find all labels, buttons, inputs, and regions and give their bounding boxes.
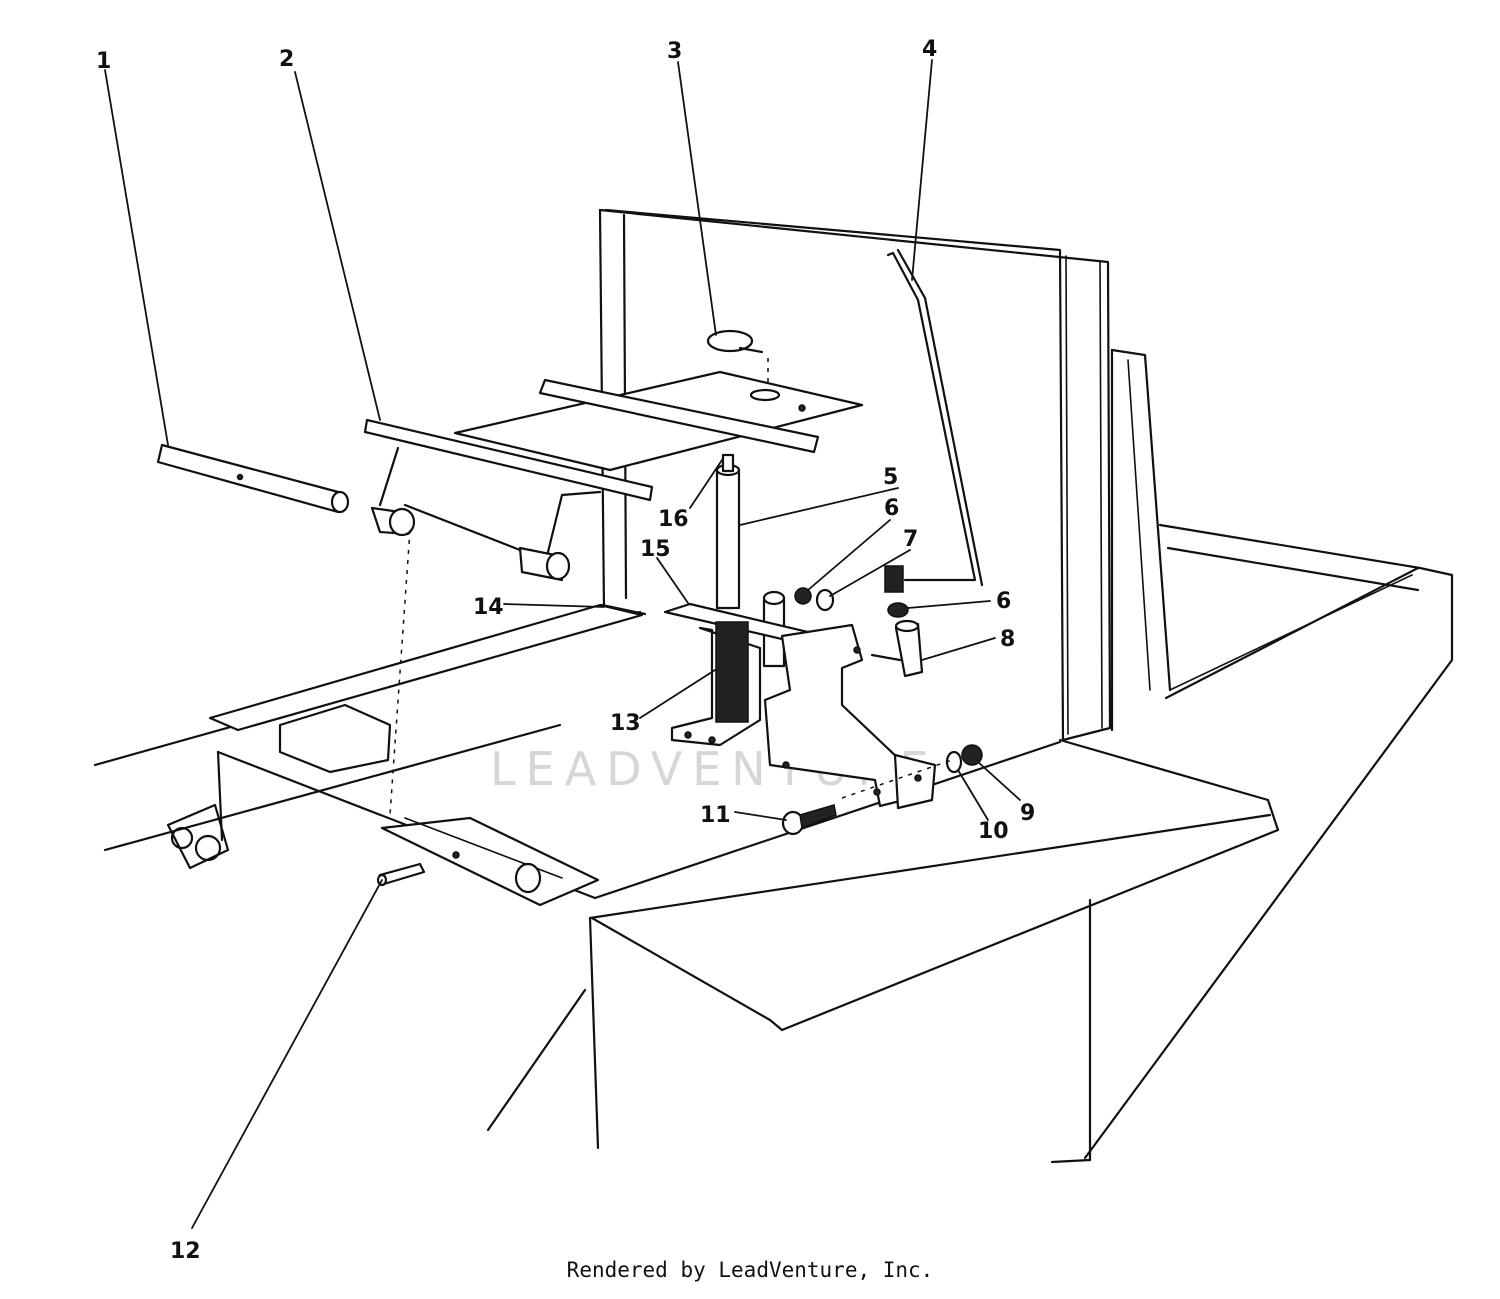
part-11-bolt: [781, 804, 837, 836]
caster-wheel: [166, 803, 230, 870]
callout-11: 11: [700, 803, 731, 828]
callouts: 1 2 3 4 5 6 7 6 8 9 10 11 12 13 14 15 16: [96, 37, 1035, 1264]
part-3-pin: [706, 329, 769, 385]
part-13-spring: [670, 621, 762, 747]
callout-15: 15: [640, 537, 671, 562]
callout-2: 2: [279, 47, 294, 72]
part-6-nut-left: [794, 587, 812, 605]
part-7-spring: [884, 565, 904, 593]
callout-6-lower: 6: [996, 589, 1011, 614]
part-10-washer: [945, 750, 963, 774]
callout-1: 1: [96, 49, 111, 74]
callout-12: 12: [170, 1239, 201, 1264]
callout-4: 4: [922, 37, 937, 62]
parts: [156, 248, 984, 894]
bushing-right: [518, 546, 571, 582]
part-8-fitting: [870, 619, 924, 678]
part-9-nut: [961, 744, 983, 766]
bushing-left: [370, 506, 416, 537]
part-6-nut-right: [887, 602, 909, 618]
part-4-rod: [886, 248, 984, 587]
callout-6-upper: 6: [884, 496, 899, 521]
part-7-washer: [815, 588, 835, 612]
part-1-rod: [156, 443, 350, 514]
footer-credit: Rendered by LeadVenture, Inc.: [566, 1258, 934, 1282]
callout-5: 5: [883, 465, 898, 490]
callout-14: 14: [473, 595, 504, 620]
part-15-bracket: [663, 602, 937, 810]
callout-13: 13: [610, 711, 641, 736]
part-14-strip: [600, 603, 647, 616]
callout-9: 9: [1020, 801, 1035, 826]
callout-10: 10: [978, 819, 1009, 844]
callout-3: 3: [667, 39, 682, 64]
callout-16: 16: [658, 507, 689, 532]
leader-lines: [104, 59, 1021, 1229]
part-5-post: [715, 453, 741, 610]
callout-7: 7: [903, 527, 918, 552]
callout-8: 8: [1000, 627, 1015, 652]
part-12-pin: [376, 862, 426, 887]
machine-body: [93, 208, 1454, 1164]
